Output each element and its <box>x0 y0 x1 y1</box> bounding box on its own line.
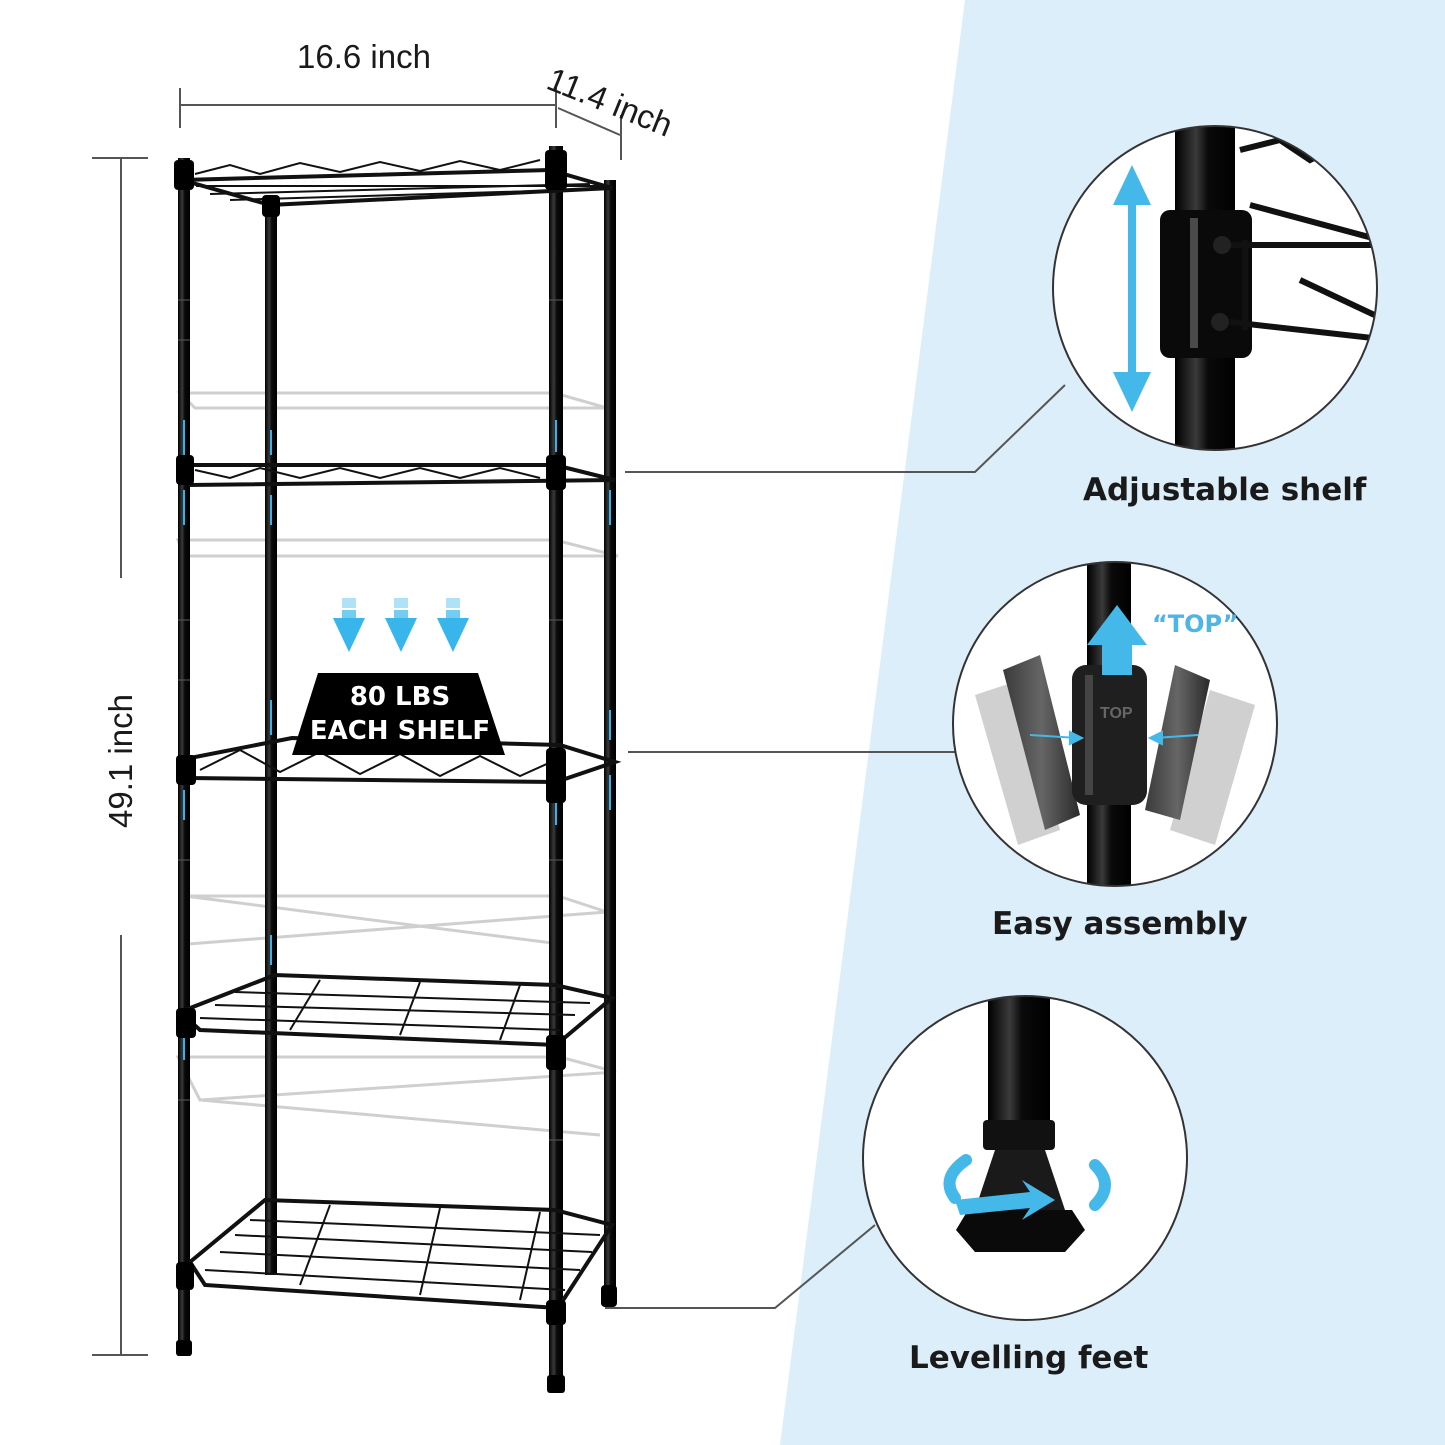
shelf-sleeves <box>174 150 617 1325</box>
shelf-feet <box>176 1290 615 1393</box>
dimension-lines <box>92 85 622 1356</box>
load-capacity-line2: EACH SHELF <box>309 716 491 746</box>
levelling-feet-label: Levelling feet <box>909 1340 1149 1376</box>
easy-assembly-icon: TOP <box>952 561 1278 887</box>
clip-engraving: TOP <box>1100 705 1133 722</box>
callout-connectors <box>605 384 1066 1309</box>
easy-assembly-label: Easy assembly <box>992 906 1248 942</box>
adjustable-shelf-label: Adjustable shelf <box>1083 472 1367 508</box>
load-capacity-line1: 80 LBS <box>349 682 451 712</box>
height-dimension-label: 49.1 inch <box>102 694 139 828</box>
levelling-feet-icon <box>862 995 1188 1321</box>
top-callout: “TOP” <box>1152 610 1239 638</box>
load-arrows <box>333 598 469 652</box>
load-badge-shape <box>292 673 505 755</box>
shelving-unit <box>174 146 622 1393</box>
post-notches <box>178 299 563 1141</box>
width-dimension-label: 16.6 inch <box>297 38 431 75</box>
shelves <box>176 159 622 1311</box>
adjustable-shelf-icon <box>1052 125 1378 451</box>
